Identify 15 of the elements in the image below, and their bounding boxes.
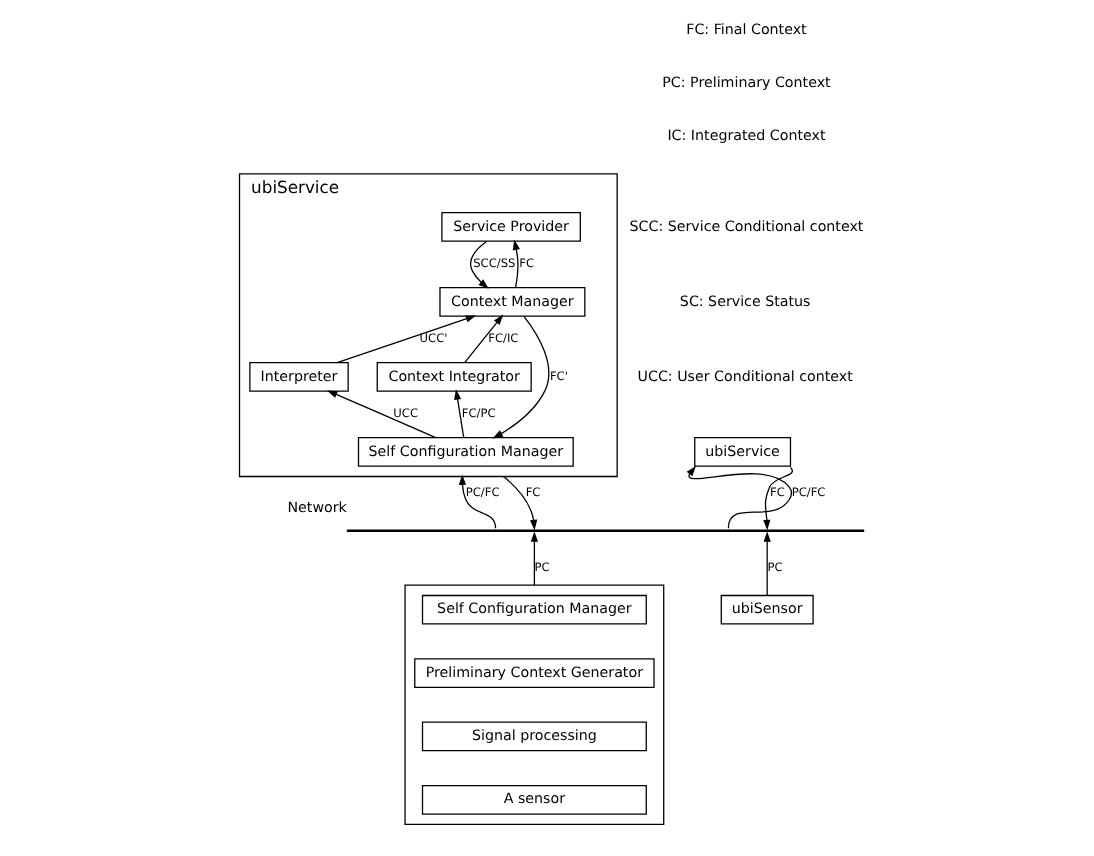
arrow xyxy=(470,240,489,289)
arrow xyxy=(454,389,465,438)
cluster xyxy=(404,584,665,826)
arrow xyxy=(502,475,538,531)
arrow xyxy=(336,315,477,364)
arrow xyxy=(512,239,520,289)
arrow xyxy=(327,390,437,439)
arrow xyxy=(763,466,794,531)
node-bar xyxy=(346,529,865,533)
arrow xyxy=(530,531,538,586)
arrow xyxy=(464,314,504,363)
arrow xyxy=(458,474,497,529)
arrow xyxy=(686,465,793,529)
arrow xyxy=(763,531,771,596)
arrow xyxy=(492,316,550,439)
